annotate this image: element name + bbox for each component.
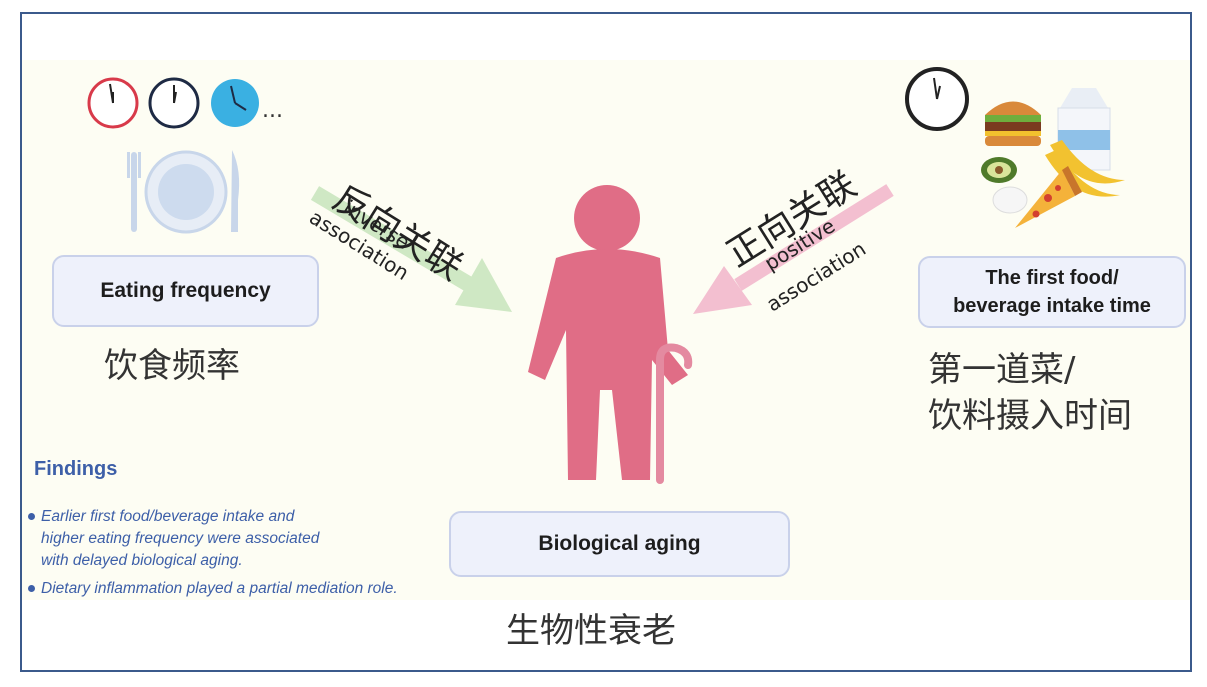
biological-aging-label-cn: 生物性衰老: [506, 611, 676, 651]
finding-1-line3: with delayed biological aging.: [41, 552, 243, 569]
banana-icon: [1045, 140, 1125, 197]
bullet-icon: [28, 585, 35, 593]
inverse-arrow: [310, 186, 512, 312]
finding-1-line2: higher eating frequency were associated: [41, 530, 320, 547]
positive-arrow: [693, 184, 894, 314]
first-intake-box: The first food/ beverage intake time: [918, 256, 1186, 328]
biological-aging-label: Biological aging: [538, 532, 701, 555]
eating-frequency-label: Eating frequency: [100, 279, 271, 302]
clock-icon: [87, 77, 139, 129]
first-intake-label-line2: beverage intake time: [953, 295, 1151, 317]
egg-icon: [992, 186, 1028, 214]
cane-icon: [656, 343, 693, 484]
finding-2-text: Dietary inflammation played a partial me…: [41, 580, 398, 597]
finding-item-1: Earlier first food/beverage intake and h…: [28, 506, 319, 572]
ellipsis-text: ...: [262, 98, 283, 123]
clock-icon: [905, 67, 969, 131]
biological-aging-box: Biological aging: [449, 511, 790, 577]
findings-title: Findings: [34, 458, 118, 480]
avocado-icon: [981, 157, 1017, 183]
finding-1-line1: Earlier first food/beverage intake and: [41, 508, 295, 525]
bullet-icon: [28, 513, 35, 521]
finding-item-2: Dietary inflammation played a partial me…: [28, 578, 398, 600]
clock-icon: [148, 77, 200, 129]
burger-icon: [985, 101, 1041, 146]
clock-icon: [211, 79, 259, 127]
fork-icon: [127, 152, 141, 232]
knife-icon: [231, 150, 240, 232]
first-intake-label-line1: The first food/: [985, 267, 1119, 289]
milk-carton-icon: [1057, 88, 1111, 171]
plate-icon: [144, 150, 228, 234]
pizza-icon: [1015, 166, 1082, 228]
eating-frequency-box: Eating frequency: [52, 255, 319, 327]
first-intake-label-cn-line1: 第一道菜/: [928, 350, 1076, 390]
elderly-person-icon: [528, 185, 688, 480]
first-intake-label-cn-line2: 饮料摄入时间: [928, 396, 1132, 436]
eating-frequency-label-cn: 饮食频率: [104, 346, 240, 386]
